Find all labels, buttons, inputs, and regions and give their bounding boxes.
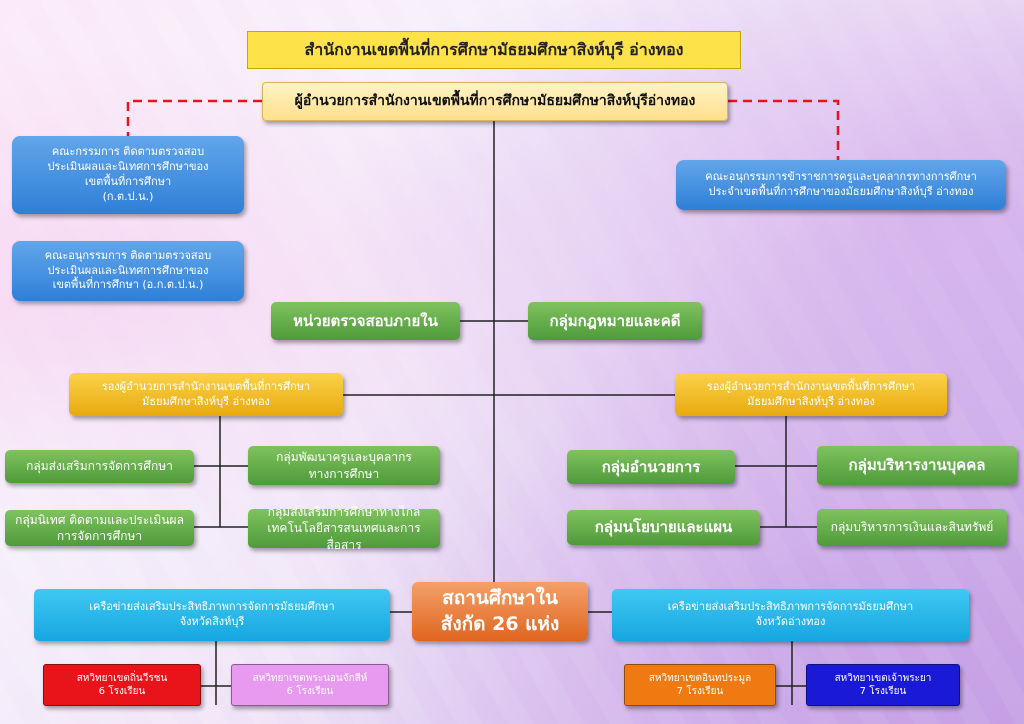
legal-group: กลุ่มกฎหมายและคดี (528, 302, 702, 340)
committee-personnel-box: คณะอนุกรรมการข้าราชการครูและบุคลากรทางกา… (676, 160, 1006, 210)
network-singburi: เครือข่ายส่งเสริมประสิทธิภาพการจัดการมัธ… (34, 589, 390, 641)
cluster-chao-phraya: สหวิทยาเขตเจ้าพระยา 7 โรงเรียน (806, 664, 960, 706)
deputy-director-left: รองผู้อำนวยการสำนักงานเขตพื้นที่การศึกษา… (69, 373, 343, 416)
group-finance-assets: กลุ่มบริหารการเงินและสินทรัพย์ (817, 509, 1007, 546)
group-supervision: กลุ่มนิเทศ ติดตามและประเมินผล การจัดการศ… (5, 510, 194, 546)
schools-box: สถานศึกษาใน สังกัด 26 แห่ง (412, 582, 588, 641)
director-box: ผู้อำนวยการสำนักงานเขตพื้นที่การศึกษามัธ… (262, 82, 728, 121)
committee-main-box: คณะกรรมการ ติดตามตรวจสอบ ประเมินผลและนิเ… (12, 136, 244, 214)
committee-sub-box: คณะอนุกรรมการ ติดตามตรวจสอบ ประเมินผลและ… (12, 241, 244, 301)
cluster-phra-non-chaksi: สหวิทยาเขตพระนอนจักสีห์ 6 โรงเรียน (231, 664, 389, 706)
group-hr-management: กลุ่มบริหารงานบุคคล (817, 446, 1017, 485)
cluster-thin-weerachon: สหวิทยาเขตถิ่นวีรชน 6 โรงเรียน (43, 664, 201, 706)
group-distance-ict: กลุ่มส่งเสริมการศึกษาทางไกล เทคโนโลยีสาร… (248, 505, 440, 552)
group-policy-planning: กลุ่มนโยบายและแผน (567, 510, 760, 545)
group-administration: กลุ่มอำนวยการ (567, 450, 735, 484)
group-promote-education: กลุ่มส่งเสริมการจัดการศึกษา (5, 450, 194, 483)
group-teacher-development: กลุ่มพัฒนาครูและบุคลากร ทางการศึกษา (248, 446, 440, 485)
internal-audit-unit: หน่วยตรวจสอบภายใน (271, 302, 460, 340)
network-angthong: เครือข่ายส่งเสริมประสิทธิภาพการจัดการมัธ… (612, 589, 969, 641)
deputy-director-right: รองผู้อำนวยการสำนักงานเขตพื้นที่การศึกษา… (675, 373, 947, 416)
cluster-inthapramun: สหวิทยาเขตอินทประมูล 7 โรงเรียน (624, 664, 776, 706)
office-title: สำนักงานเขตพื้นที่การศึกษามัธยมศึกษาสิงห… (247, 31, 741, 69)
